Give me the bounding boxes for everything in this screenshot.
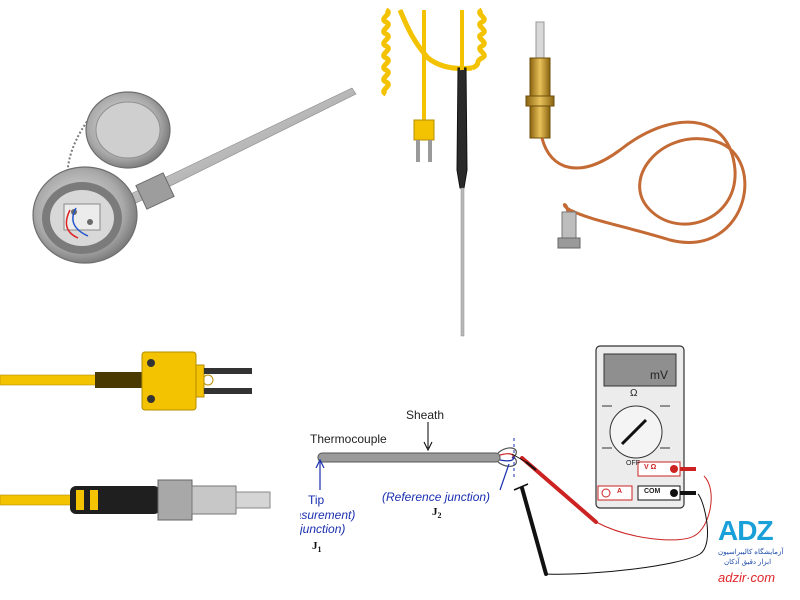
thermocouple-head-photo bbox=[0, 0, 372, 300]
logo-url: adzir·com bbox=[718, 570, 776, 585]
thermocouple-measurement-diagram: Thermocouple Sheath Tip (Measurement) ju… bbox=[300, 340, 800, 600]
thermocouple-label: Thermocouple bbox=[310, 432, 387, 446]
meter-ohm-label: Ω bbox=[630, 388, 638, 399]
thermocouple-cables-photo bbox=[0, 300, 300, 600]
sheath-label: Sheath bbox=[406, 408, 445, 422]
logo-mark: ADZ bbox=[718, 515, 774, 546]
reference-junction-label: (Reference junction) bbox=[382, 490, 491, 504]
j1-label: J1 bbox=[312, 540, 322, 555]
logo-persian-line1: آزمایشگاه کالیبراسیون bbox=[718, 549, 784, 556]
junction-label: junction) bbox=[300, 522, 346, 536]
meter-screen-unit: mV bbox=[650, 368, 668, 382]
handheld-probe-photo bbox=[372, 0, 500, 340]
meter-off-label: OFF bbox=[626, 460, 640, 467]
meter-amp-label: A bbox=[617, 488, 623, 495]
meter-com-label: COM bbox=[644, 488, 661, 495]
meter-vohm-label: V Ω bbox=[644, 464, 657, 471]
adz-logo: ADZ آزمایشگاه کالیبراسیون ابزار دقیق آذک… bbox=[712, 515, 800, 595]
j2-label: J2 bbox=[432, 506, 442, 521]
measurement-label: (Measurement) bbox=[300, 508, 356, 522]
gas-thermocouple-photo bbox=[500, 0, 800, 300]
logo-persian-line2: ابزار دقیق آذکان bbox=[724, 559, 772, 566]
tip-label: Tip bbox=[308, 493, 325, 507]
